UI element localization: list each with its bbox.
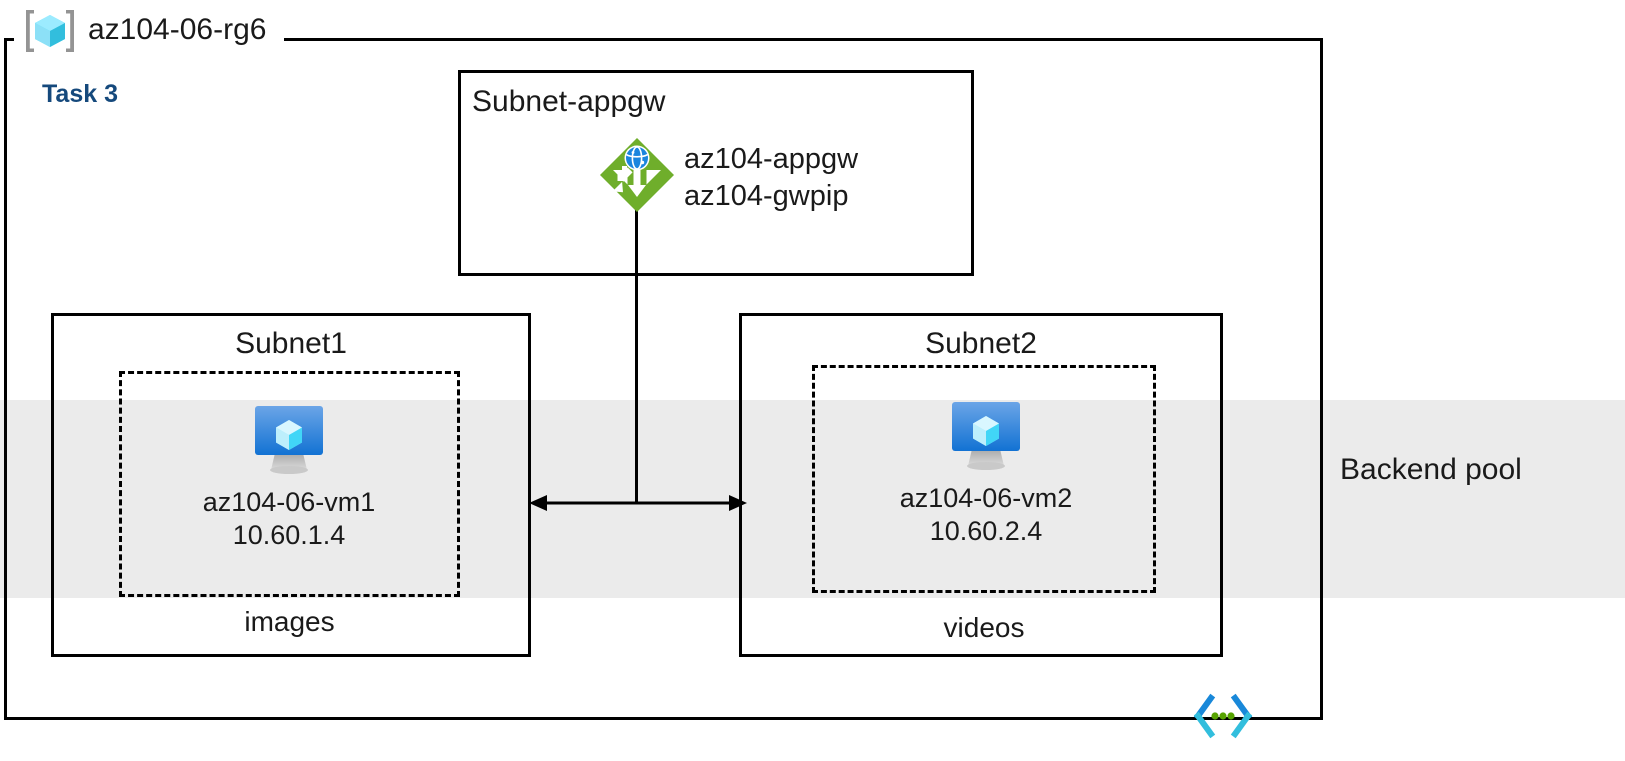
subnet2-box: [739, 313, 1223, 657]
vm1-name: az104-06-vm1: [202, 487, 376, 517]
code-brackets-icon: [1193, 693, 1253, 739]
application-gateway-node: [598, 136, 676, 214]
resource-group-boundary: [4, 38, 1323, 720]
vm2-name: az104-06-vm2: [899, 483, 1073, 513]
subnet2-asg-box: [812, 365, 1156, 593]
resource-group-icon: [22, 6, 78, 56]
subnet2-title: Subnet2: [925, 327, 1037, 360]
resource-group-name: az104-06-rg6: [88, 13, 267, 46]
subnet2-asg-label: videos: [943, 612, 1025, 643]
vm1-ip: 10.60.1.4: [232, 520, 346, 550]
connector-appgw-vertical: [635, 205, 638, 503]
subnet1-title: Subnet1: [235, 327, 347, 360]
vm2-node: az104-06-vm2 10.60.2.4: [866, 396, 1106, 548]
subnet1-box: [51, 313, 531, 657]
vm2-ip: 10.60.2.4: [929, 516, 1043, 546]
connector-subnet1-subnet2: [529, 495, 747, 511]
backend-pool-label: Backend pool: [1340, 453, 1522, 486]
application-gateway-labels: az104-appgw az104-gwpip: [684, 141, 858, 215]
application-gateway-icon: [600, 138, 674, 212]
subnet-appgw-box: [458, 70, 974, 276]
subnet1-asg-label: images: [244, 606, 335, 637]
appgw-name: az104-appgw: [684, 143, 859, 175]
vm1-node: az104-06-vm1 10.60.1.4: [169, 400, 409, 552]
virtual-machine-icon: [255, 406, 323, 474]
subnet-appgw-title: Subnet-appgw: [472, 85, 666, 118]
task-label: Task 3: [42, 80, 118, 108]
subnet1-asg-box: [119, 371, 460, 597]
virtual-machine-icon: [952, 402, 1020, 470]
appgw-public-ip: az104-gwpip: [684, 180, 849, 212]
